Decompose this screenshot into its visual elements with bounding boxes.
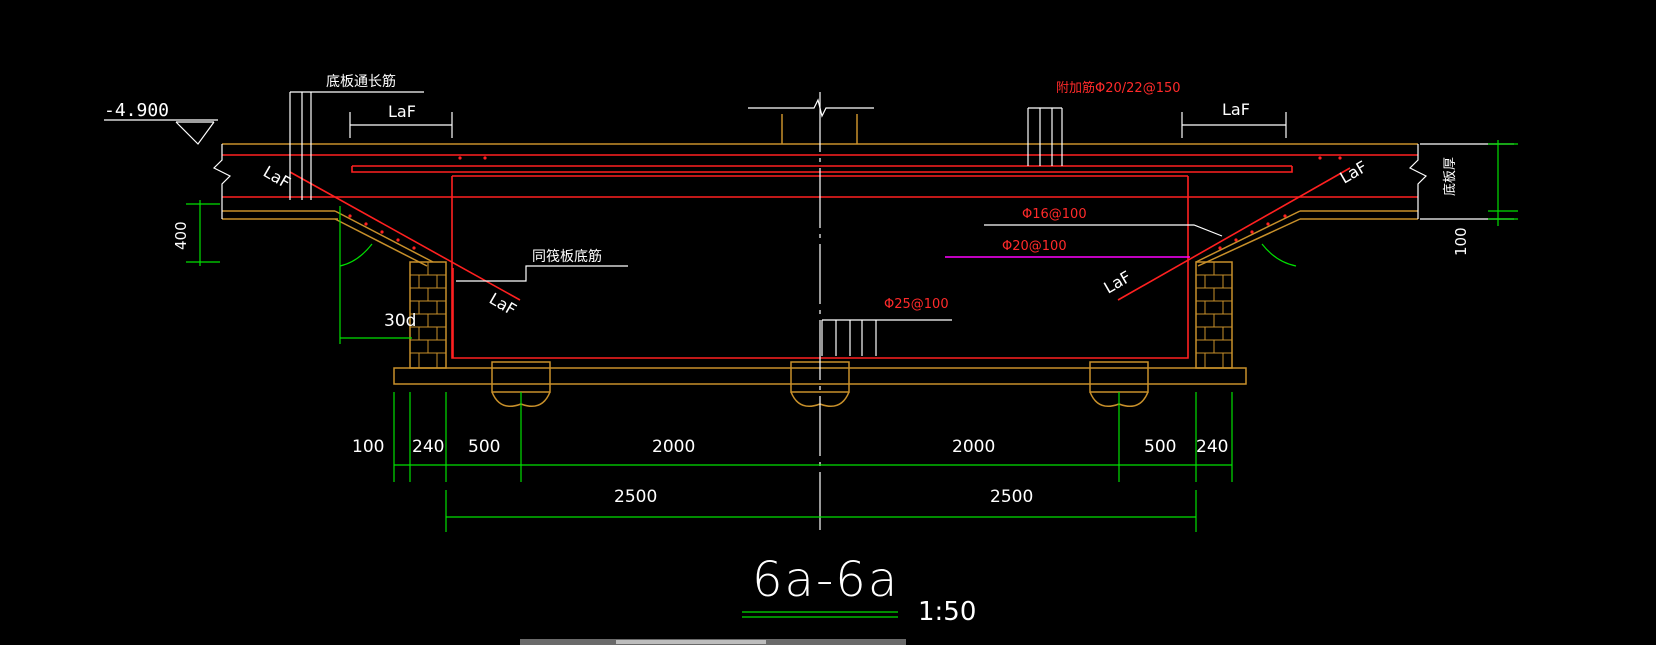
dimension-lines bbox=[186, 140, 1518, 618]
rebar-20-label: Φ20@100 bbox=[1002, 239, 1067, 254]
dim-row1-2: 500 bbox=[468, 437, 500, 457]
laf-label-slope-right: LaF bbox=[1337, 157, 1371, 187]
scrollbar-thumb[interactable] bbox=[616, 640, 766, 644]
dim-row1-6: 240 bbox=[1196, 437, 1228, 457]
dim-row1-3: 2000 bbox=[652, 437, 695, 457]
section-title: 6a-6a bbox=[752, 552, 899, 608]
horizontal-scrollbar[interactable] bbox=[520, 639, 906, 645]
bottom-continuous-rebar-label: 底板通长筋 bbox=[326, 73, 396, 90]
drawing-text: -4.900 底板通长筋 同筏板底筋 附加筋Φ20/22@150 Φ16@100… bbox=[104, 73, 1470, 627]
rebar-16-label: Φ16@100 bbox=[1022, 207, 1087, 222]
slab-thickness-label: 底板厚 bbox=[1442, 157, 1458, 196]
thirty-d-label: 30d bbox=[384, 311, 416, 331]
laf-label-top-right: LaF bbox=[1222, 100, 1250, 119]
dim-100-right-label: 100 bbox=[1452, 227, 1470, 256]
rebar-25-label: Φ25@100 bbox=[884, 297, 949, 312]
added-rebar-label: 附加筋Φ20/22@150 bbox=[1056, 80, 1181, 96]
annotation-lines bbox=[104, 91, 1514, 530]
dim-row1-1: 240 bbox=[412, 437, 444, 457]
dim-row1-5: 500 bbox=[1144, 437, 1176, 457]
laf-label-lower-left: LaF bbox=[486, 289, 520, 319]
rebar-lines bbox=[222, 154, 1418, 359]
dim-400-label: 400 bbox=[172, 221, 190, 250]
dim-row1-4: 2000 bbox=[952, 437, 995, 457]
rebar-dots bbox=[348, 156, 1342, 250]
elevation-label: -4.900 bbox=[104, 100, 169, 121]
raft-bottom-rebar-label: 同筏板底筋 bbox=[532, 248, 602, 265]
dim-row1-0: 100 bbox=[352, 437, 384, 457]
laf-label-top-left: LaF bbox=[388, 102, 416, 121]
laf-label-slope-left: LaF bbox=[260, 162, 294, 192]
dim-row2-0: 2500 bbox=[614, 487, 657, 507]
dim-row2-1: 2500 bbox=[990, 487, 1033, 507]
brick-hatch-right bbox=[1196, 262, 1232, 368]
scale-label: 1:50 bbox=[918, 597, 976, 627]
brick-hatch-left bbox=[410, 262, 446, 368]
